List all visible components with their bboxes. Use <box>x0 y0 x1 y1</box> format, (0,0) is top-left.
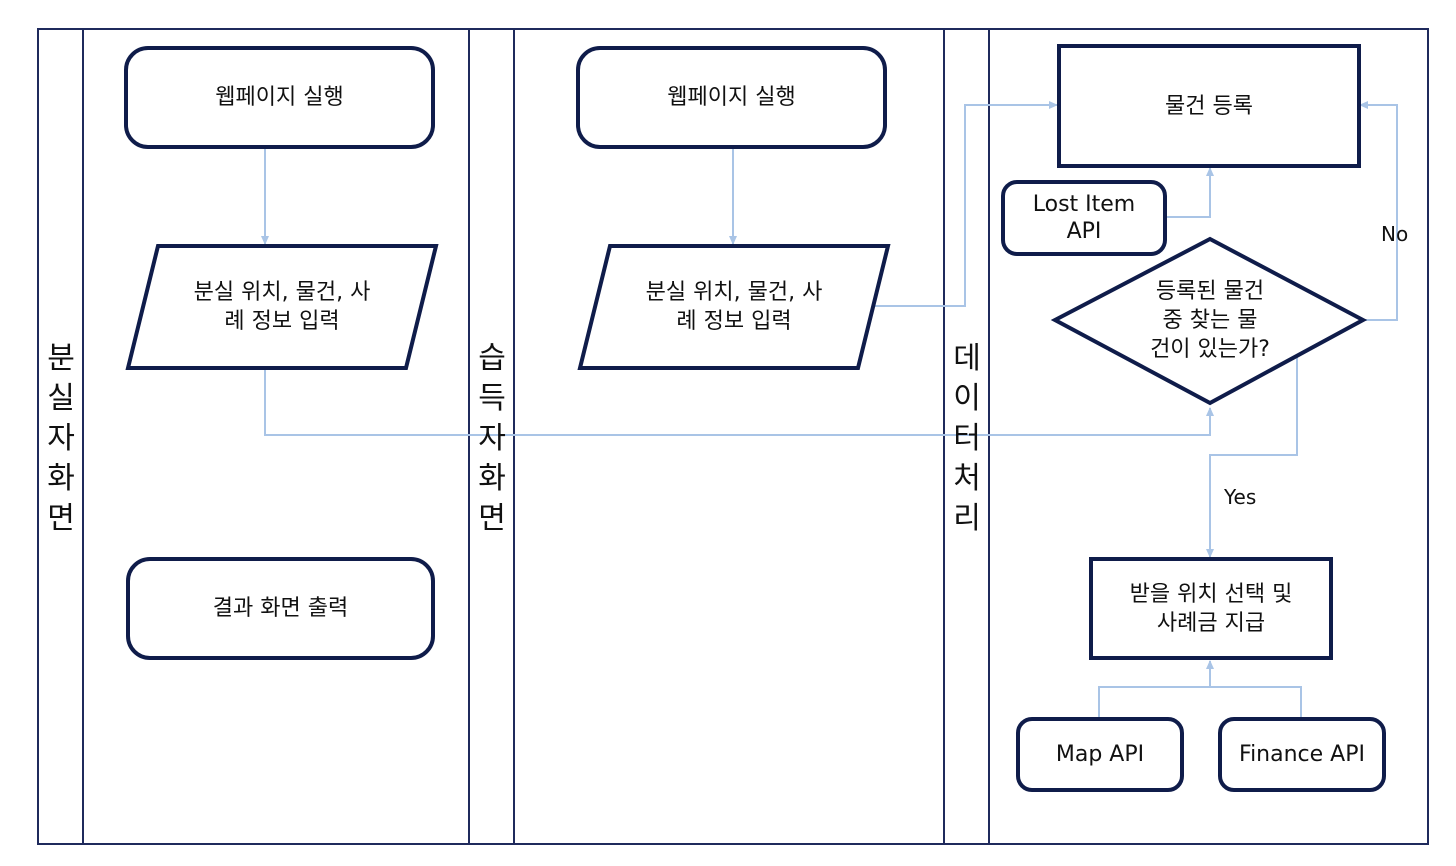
connector-finder-input-to-register <box>873 101 1058 307</box>
loser-start-label: 웹페이지 실행 <box>126 48 433 147</box>
finance-api-label: Finance API <box>1220 719 1384 790</box>
connector-loser-input-to-decision <box>264 368 1214 436</box>
finance-api-text: Finance API <box>1239 742 1365 767</box>
decision-label: 등록된 물건 중 찾는 물 건이 있는가? <box>1100 272 1320 368</box>
lane-title-char: 습 <box>478 341 506 376</box>
register-label: 물건 등록 <box>1059 46 1359 166</box>
loser-start-node <box>124 46 435 149</box>
finder-start-label: 웹페이지 실행 <box>578 48 885 147</box>
register-node <box>1057 44 1361 168</box>
connector-decision-yes-to-pickup <box>1206 355 1298 558</box>
lane-title-char: 득 <box>478 381 506 416</box>
map-api-text: Map API <box>1055 742 1145 767</box>
connector-lost-api-to-register <box>1165 167 1214 218</box>
finder-input-line1: 분실 위치, 물건, 사 <box>645 280 823 305</box>
decision-line1: 등록된 물건 <box>1155 278 1265 304</box>
lane-title-char: 이 <box>953 381 981 416</box>
loser-input-node <box>125 244 439 370</box>
loser-input-line1: 분실 위치, 물건, 사 <box>193 280 371 305</box>
map-api-node <box>1016 717 1184 792</box>
lane-title-char: 자 <box>47 421 75 456</box>
decision-node <box>1050 236 1368 406</box>
decision-line3: 건이 있는가? <box>1150 336 1270 362</box>
loser-input-line2: 례 정보 입력 <box>224 309 340 334</box>
lane-title-char: 분 <box>47 341 75 376</box>
lane-title-char: 면 <box>47 501 75 536</box>
map-api-label: Map API <box>1018 719 1182 790</box>
finder-start-node <box>576 46 887 149</box>
loser-output-node <box>126 557 435 660</box>
lane-title-char: 리 <box>953 501 981 536</box>
finder-input-line2: 례 정보 입력 <box>676 309 792 334</box>
swimlane-frame <box>37 28 1429 845</box>
lane-title-char: 실 <box>47 381 75 416</box>
pickup-label: 받을 위치 선택 및 사례금 지급 <box>1091 559 1331 658</box>
lost-item-api-line2: API <box>1066 219 1102 244</box>
edge-label-yes: Yes <box>1224 485 1257 509</box>
decision-line2: 중 찾는 물 <box>1162 307 1258 333</box>
loser-output-text: 결과 화면 출력 <box>212 596 349 621</box>
connector-map-api-to-pickup <box>1098 686 1302 719</box>
loser-start-text: 웹페이지 실행 <box>215 85 344 110</box>
lane-title-char: 처 <box>953 461 981 496</box>
loser-output-label: 결과 화면 출력 <box>128 559 433 658</box>
lost-item-api-label: Lost Item API <box>1003 182 1165 254</box>
lane-title-char: 자 <box>478 421 506 456</box>
pickup-line2: 사례금 지급 <box>1156 610 1266 636</box>
connector-decision-no-to-register <box>1359 101 1398 321</box>
lane-title-char: 면 <box>478 501 506 536</box>
finder-input-node <box>577 244 891 370</box>
lost-item-api-line1: Lost Item <box>1032 192 1136 217</box>
register-text: 물건 등록 <box>1165 93 1253 119</box>
lane-title-char: 화 <box>47 461 75 496</box>
lane-title-char: 화 <box>478 461 506 496</box>
finder-start-text: 웹페이지 실행 <box>667 85 796 110</box>
pickup-line1: 받을 위치 선택 및 <box>1129 581 1293 607</box>
lost-item-api-node <box>1001 180 1167 256</box>
lane-title-char: 터 <box>953 421 981 456</box>
edge-label-no: No <box>1381 222 1409 246</box>
finder-input-label: 분실 위치, 물건, 사 례 정보 입력 <box>580 246 888 368</box>
lane-title-char: 데 <box>953 341 981 376</box>
finance-api-node <box>1218 717 1386 792</box>
loser-input-label: 분실 위치, 물건, 사 례 정보 입력 <box>128 246 436 368</box>
pickup-node <box>1089 557 1333 660</box>
